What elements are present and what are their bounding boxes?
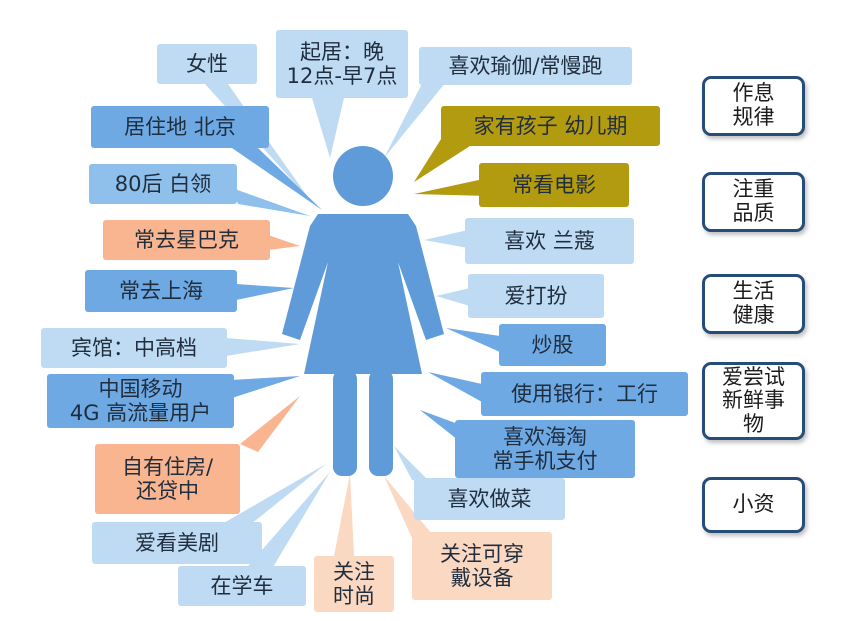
pointer-wearable <box>384 476 432 538</box>
tag-house: 自有住房/ 还贷中 <box>95 444 240 514</box>
figure-head <box>333 146 393 206</box>
side-label-quality: 注重 品质 <box>702 172 805 232</box>
pointer-lancome <box>424 230 468 248</box>
tag-hotel: 宾馆：中高档 <box>41 328 227 368</box>
figure-left-leg <box>333 370 357 476</box>
tag-bank: 使用银行：工行 <box>481 372 688 416</box>
tag-yoga: 喜欢瑜伽/常慢跑 <box>419 47 632 85</box>
tag-mobile: 中国移动 4G 高流量用户 <box>47 374 234 428</box>
pointer-post80 <box>232 188 310 216</box>
pointer-cooking <box>394 446 432 484</box>
side-label-routine: 作息 规律 <box>702 76 805 136</box>
tag-beijing: 居住地 北京 <box>91 106 269 148</box>
figure-dress <box>282 214 444 374</box>
tag-stocks: 炒股 <box>499 324 606 366</box>
pointer-beijing <box>232 148 322 210</box>
side-label-petty: 小资 <box>702 477 805 533</box>
tag-shanghai: 常去上海 <box>85 270 237 312</box>
tag-female: 女性 <box>157 44 257 84</box>
tag-movies: 常看电影 <box>479 163 629 207</box>
pointer-movies <box>414 178 488 196</box>
tag-lancome: 喜欢 兰蔻 <box>465 218 634 264</box>
woman-icon <box>282 146 444 476</box>
figure-right-leg <box>369 370 393 476</box>
pointer-haitao <box>420 410 458 440</box>
pointer-schedule <box>312 98 344 158</box>
pointer-starbucks <box>268 235 300 250</box>
pointer-drama <box>222 464 326 528</box>
side-label-novelty: 爱尝试 新鲜事 物 <box>702 362 805 440</box>
pointer-shanghai <box>236 284 294 300</box>
tag-fashion: 关注 时尚 <box>314 556 394 612</box>
tag-drama: 爱看美剧 <box>92 522 262 564</box>
tag-schedule: 起居：晚 12点-早7点 <box>276 30 408 98</box>
tag-post80: 80后 白领 <box>89 164 237 204</box>
tag-driving: 在学车 <box>178 566 306 606</box>
side-label-health: 生活 健康 <box>702 274 805 334</box>
tag-haitao: 喜欢海淘 常手机支付 <box>455 420 635 478</box>
tag-dressup: 爱打扮 <box>468 274 604 318</box>
tag-child: 家有孩子 幼儿期 <box>441 106 660 146</box>
pointer-bank <box>428 372 482 402</box>
pointer-fashion <box>334 474 354 556</box>
tag-starbucks: 常去星巴克 <box>103 220 270 260</box>
pointer-house <box>240 396 300 452</box>
pointer-mobile <box>230 376 300 398</box>
tag-cooking: 喜欢做菜 <box>414 478 565 520</box>
pointer-dressup <box>436 288 470 306</box>
pointer-hotel <box>226 338 300 356</box>
pointer-yoga <box>384 68 446 158</box>
pointer-stocks <box>446 328 500 352</box>
pointer-driving <box>248 472 330 572</box>
tag-wearable: 关注可穿 戴设备 <box>412 532 552 600</box>
